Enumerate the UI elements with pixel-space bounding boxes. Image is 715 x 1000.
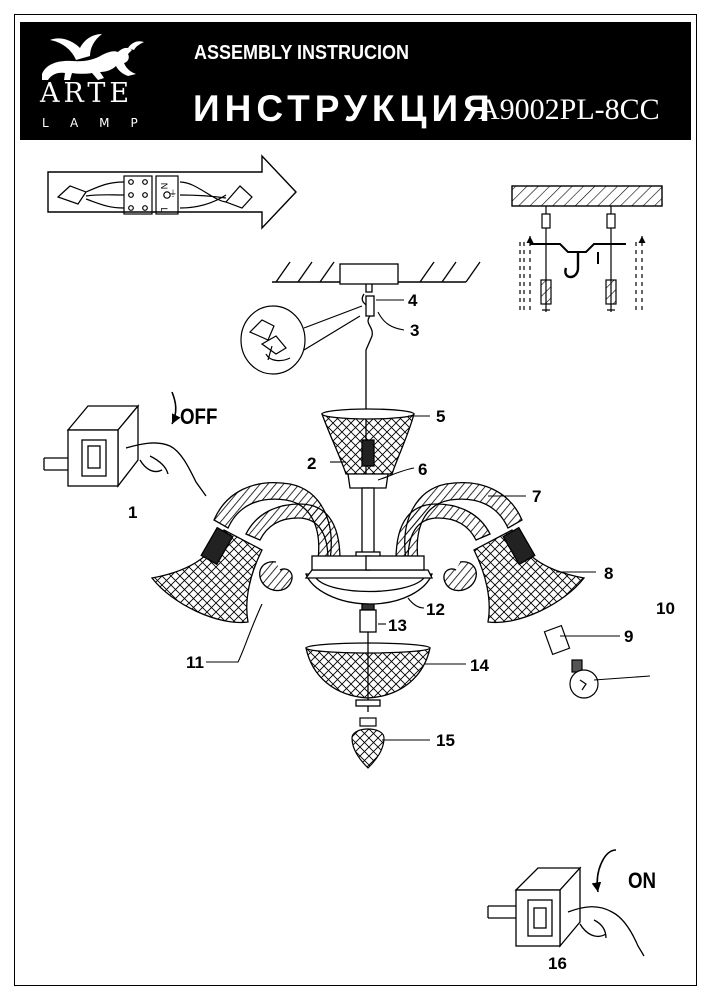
callout-8: 8 <box>604 564 614 583</box>
right-arms <box>365 482 523 592</box>
callout-15: 15 <box>436 731 455 750</box>
callout-2: 2 <box>307 454 317 473</box>
leader-lines <box>206 299 651 741</box>
logo-griffin-icon <box>42 34 144 80</box>
model-number: A9002PL-8CC <box>478 93 660 126</box>
callout-14: 14 <box>470 656 489 675</box>
left-arms <box>213 482 371 592</box>
wall-switch-on <box>487 849 645 957</box>
right-glass-shade <box>473 526 586 624</box>
title-russian: ИНСТРУКЦИЯ <box>193 88 495 129</box>
callout-5: 5 <box>436 407 446 426</box>
terminal-letter-l: L <box>159 207 169 212</box>
wall-switch-off <box>43 391 207 497</box>
callout-1: 1 <box>128 503 138 522</box>
logo-subtitle: LAMP <box>42 116 159 130</box>
callout-11: 11 <box>186 653 204 672</box>
finial <box>351 717 385 769</box>
ceiling-hook-mount-detail <box>511 185 663 312</box>
callout-10: 10 <box>656 599 675 618</box>
callout-6: 6 <box>418 460 428 479</box>
logo-wordmark: ARTE <box>40 78 134 109</box>
callout-4: 4 <box>408 291 418 310</box>
page-frame <box>14 14 697 986</box>
callout-3: 3 <box>410 321 420 340</box>
upper-glass-cup <box>321 408 415 489</box>
left-glass-shade <box>150 526 263 624</box>
switch-off-label: OFF <box>180 404 218 429</box>
terminal-letter-n: N <box>159 183 169 190</box>
lower-glass-bowl <box>305 632 431 712</box>
header-bar <box>20 22 691 140</box>
callout-12: 12 <box>426 600 445 619</box>
light-bulb <box>543 624 599 699</box>
ceiling-canopy <box>272 261 481 476</box>
center-bowl <box>304 569 434 605</box>
callout-13: 13 <box>388 616 407 635</box>
terminal-letter-ground: ⏚ <box>169 189 177 198</box>
callout-16: 16 <box>548 954 567 973</box>
callout-7: 7 <box>532 487 542 506</box>
callout-9: 9 <box>624 627 634 646</box>
title-english: ASSEMBLY INSTRUCION <box>194 42 410 64</box>
wiring-terminal-diagram <box>47 154 297 230</box>
connector-magnifier-detail <box>240 305 363 375</box>
switch-on-label: ON <box>628 868 657 893</box>
